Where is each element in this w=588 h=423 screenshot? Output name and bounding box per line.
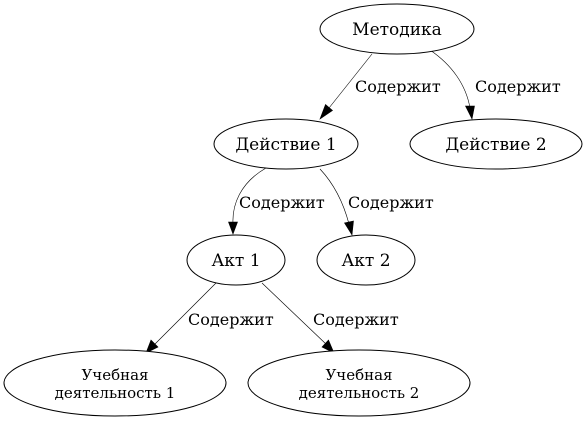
node-label-line1: Учебная [81,366,148,384]
node-action1: Действие 1 [213,118,359,170]
edge-label: Содержит [313,310,399,329]
edge-action1-act2: Содержит [319,168,434,236]
node-learning2: Учебная деятельность 2 [247,349,471,417]
edge-label: Содержит [188,310,274,329]
node-act2: Акт 2 [316,234,416,286]
edge-metodika-action1: Содержит [319,53,441,120]
node-metodika: Методика [319,3,475,55]
edge-act1-learning2: Содержит [261,282,399,354]
edge-metodika-action2: Содержит [429,49,561,120]
edge-label: Содержит [239,193,325,212]
node-label-line2: деятельность 1 [55,384,176,402]
node-label: Действие 2 [445,135,546,155]
node-label: Методика [352,20,442,40]
node-label: Акт 1 [211,251,260,271]
node-action2: Действие 2 [409,118,583,170]
node-label: Акт 2 [341,251,390,271]
node-act1: Акт 1 [186,234,286,286]
edge-action1-act1: Содержит [228,167,325,235]
node-learning1: Учебная деятельность 1 [3,349,227,417]
edge-label: Содержит [355,77,441,96]
node-label-line1: Учебная [325,366,392,384]
node-label-line2: деятельность 2 [299,384,420,402]
node-label: Действие 1 [235,135,336,155]
edge-act1-learning1: Содержит [145,282,274,354]
edge-label: Содержит [348,193,434,212]
edge-label: Содержит [475,77,561,96]
